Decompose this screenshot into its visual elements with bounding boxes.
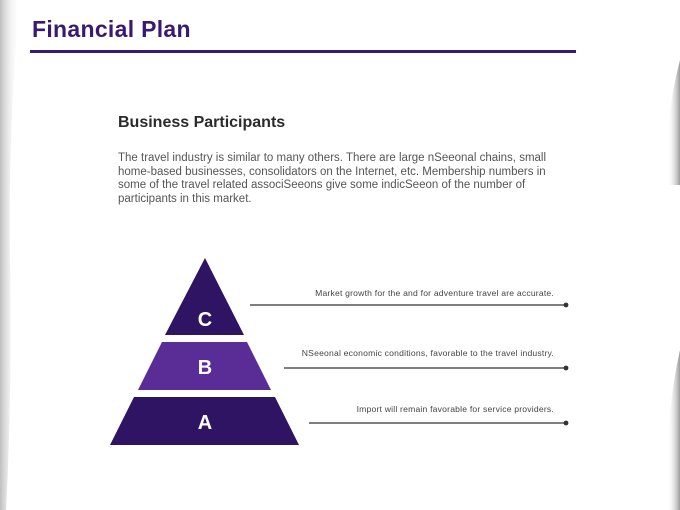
pyramid-level-c (165, 258, 244, 335)
callout-text-c: Market growth for the and for adventure … (315, 288, 554, 298)
title-underline (30, 50, 576, 53)
callout-text-a: Import will remain favorable for service… (356, 404, 554, 414)
pyramid-level-a (110, 397, 299, 445)
pyramid-letter-a: A (198, 412, 212, 434)
section-heading: Business Participants (118, 114, 286, 131)
callout-dot-a (563, 420, 569, 426)
page-title: Financial Plan (32, 16, 191, 42)
callout-dot-b (563, 365, 569, 371)
pyramid-letter-c: C (198, 309, 212, 331)
callout-dot-c (563, 302, 569, 308)
section-body-text: The travel industry is similar to many o… (118, 152, 547, 205)
pyramid-letter-b: B (198, 357, 212, 379)
callout-text-b: NSeeonal economic conditions, favorable … (301, 348, 554, 358)
pyramid-level-b (138, 342, 271, 390)
